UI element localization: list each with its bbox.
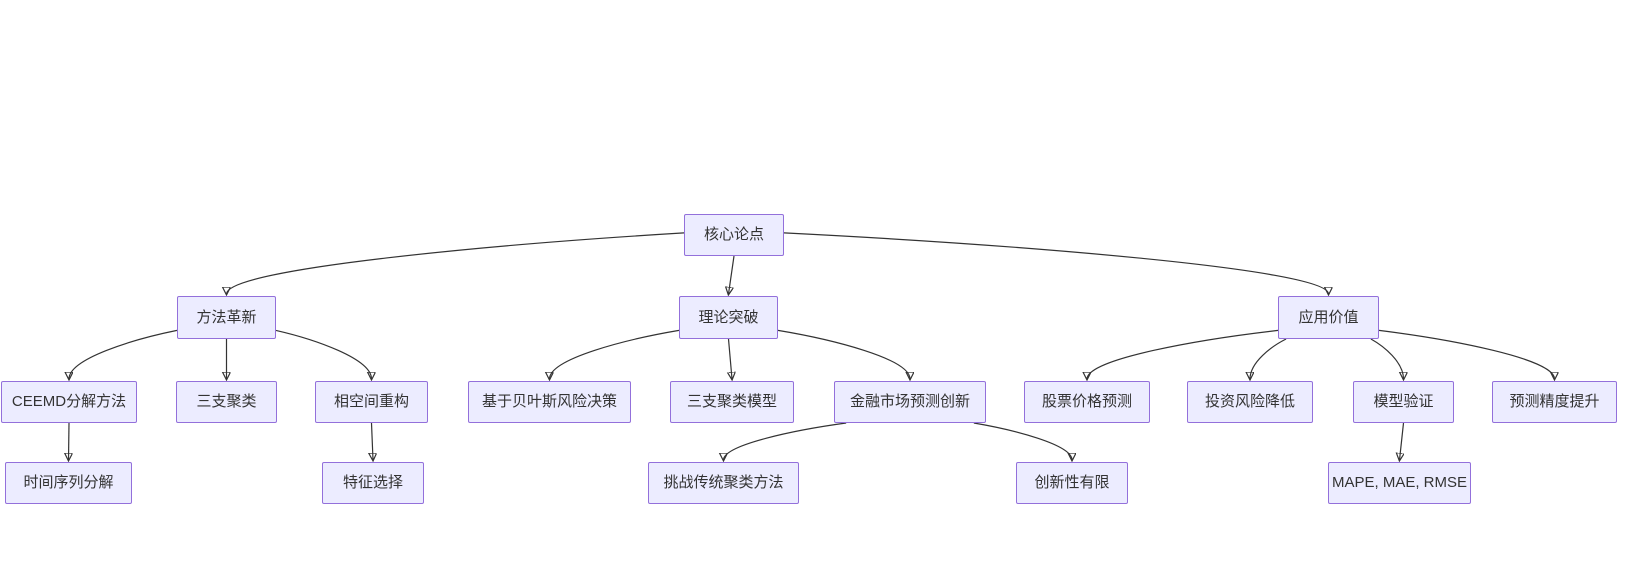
node-label: 挑战传统聚类方法: [663, 474, 784, 491]
node-validation[interactable]: 模型验证: [1353, 381, 1454, 423]
node-precision[interactable]: 预测精度提升: [1492, 381, 1617, 423]
node-label: 模型验证: [1373, 393, 1434, 410]
node-risk[interactable]: 投资风险降低: [1187, 381, 1313, 423]
node-application[interactable]: 应用价值: [1278, 296, 1379, 339]
node-label: 方法革新: [196, 308, 257, 326]
edge-application-to-risk: [1250, 338, 1287, 379]
edge-root-to-method: [227, 232, 685, 294]
edge-theory-to-fin-innovation: [777, 329, 910, 379]
node-label: 特征选择: [342, 474, 403, 491]
edge-method-to-ceemd: [69, 329, 178, 379]
node-phase-space[interactable]: 相空间重构: [315, 381, 428, 423]
node-label: MAPE, MAE, RMSE: [1331, 474, 1468, 491]
node-label: 股票价格预测: [1041, 393, 1132, 410]
node-label: 三支聚类: [196, 393, 257, 410]
edge-fin-innovation-to-limited: [973, 422, 1072, 460]
edge-application-to-validation: [1370, 338, 1404, 379]
node-metrics[interactable]: MAPE, MAE, RMSE: [1328, 462, 1471, 504]
edge-method-to-phase-space: [275, 329, 372, 379]
node-label: 时间序列分解: [23, 474, 114, 491]
node-label: 金融市场预测创新: [849, 393, 970, 410]
node-label: 投资风险降低: [1204, 393, 1295, 410]
node-method[interactable]: 方法革新: [177, 296, 276, 339]
node-limited[interactable]: 创新性有限: [1016, 462, 1128, 504]
node-label: 理论突破: [698, 308, 759, 326]
edge-root-to-theory: [729, 255, 735, 294]
node-label: 核心论点: [703, 226, 764, 243]
node-root[interactable]: 核心论点: [684, 214, 784, 256]
node-label: 基于贝叶斯风险决策: [481, 393, 617, 410]
node-label: 应用价值: [1298, 308, 1359, 326]
node-label: 相空间重构: [333, 393, 409, 410]
node-ceemd[interactable]: CEEMD分解方法: [1, 381, 137, 423]
node-fin-innovation[interactable]: 金融市场预测创新: [834, 381, 986, 423]
edge-theory-to-twc-model: [729, 338, 733, 379]
node-label: 三支聚类模型: [686, 393, 777, 410]
edge-validation-to-metrics: [1400, 422, 1404, 460]
node-label: 预测精度提升: [1509, 393, 1600, 410]
node-stock[interactable]: 股票价格预测: [1024, 381, 1150, 423]
edge-application-to-precision: [1378, 329, 1555, 379]
edge-theory-to-bayes: [550, 329, 680, 379]
edge-fin-innovation-to-challenge: [724, 422, 847, 460]
node-challenge[interactable]: 挑战传统聚类方法: [648, 462, 799, 504]
edge-application-to-stock: [1087, 329, 1279, 379]
node-theory[interactable]: 理论突破: [679, 296, 778, 339]
edge-phase-space-to-feature: [372, 422, 374, 460]
edge-ceemd-to-ts-decomp: [69, 422, 70, 460]
node-ts-decomp[interactable]: 时间序列分解: [5, 462, 132, 504]
edge-root-to-application: [783, 232, 1329, 294]
node-three-way[interactable]: 三支聚类: [176, 381, 277, 423]
node-bayes[interactable]: 基于贝叶斯风险决策: [468, 381, 631, 423]
node-twc-model[interactable]: 三支聚类模型: [670, 381, 794, 423]
node-label: 创新性有限: [1034, 474, 1110, 491]
node-feature[interactable]: 特征选择: [322, 462, 424, 504]
node-label: CEEMD分解方法: [11, 393, 127, 410]
